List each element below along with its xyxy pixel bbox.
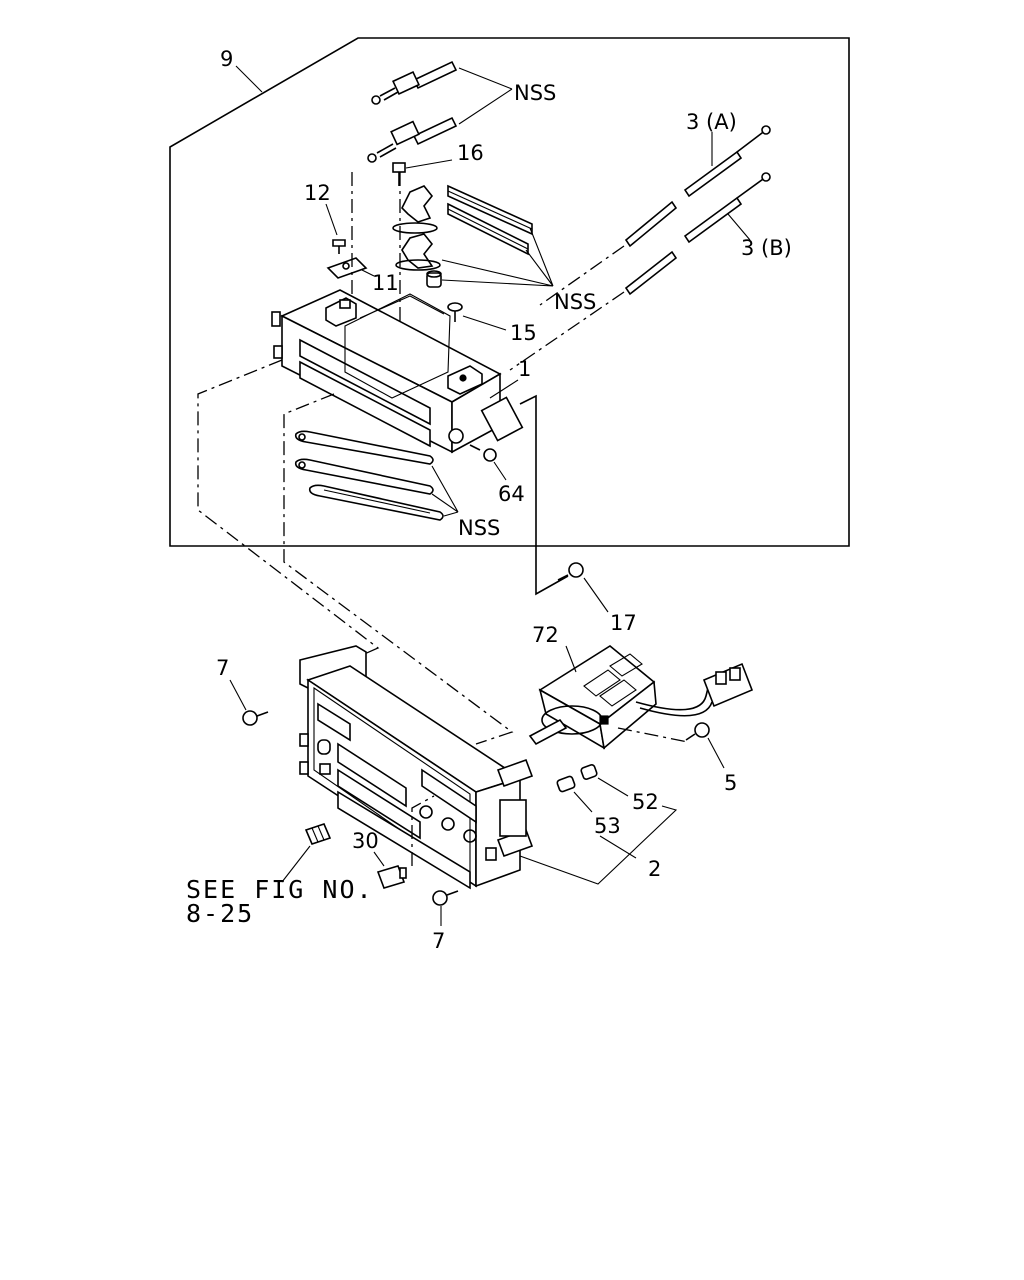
callout-9: 9 xyxy=(220,47,233,71)
cable-end-fitting-lower xyxy=(367,116,458,163)
screw-15 xyxy=(447,302,463,322)
cable-3b xyxy=(624,172,771,296)
bracket-line-17 xyxy=(519,394,569,596)
callout-2: 2 xyxy=(648,857,661,881)
callout-53: 53 xyxy=(594,814,621,838)
cable-3b-centerline xyxy=(509,291,625,371)
blower-switch-72 xyxy=(528,645,657,750)
wire-harness xyxy=(635,687,709,711)
reference-line-2: 8-25 xyxy=(186,899,254,928)
callout-72: 72 xyxy=(532,623,559,647)
bulb-52 xyxy=(580,764,598,780)
callout-3b: 3 (B) xyxy=(741,236,792,260)
cable-end-fitting-upper xyxy=(371,60,458,105)
callout-5: 5 xyxy=(724,771,737,795)
screw-12 xyxy=(332,239,346,254)
control-unit-body xyxy=(271,289,524,454)
assembly-boundary xyxy=(169,37,850,547)
harness-connector xyxy=(702,662,754,708)
screw-7-top xyxy=(242,710,269,726)
callout-17: 17 xyxy=(610,611,637,635)
alignment-line-right xyxy=(283,393,514,745)
callout-52: 52 xyxy=(632,790,659,814)
leader-2 xyxy=(519,805,678,885)
callout-12: 12 xyxy=(304,181,331,205)
callout-nss-low: NSS xyxy=(458,516,500,540)
cable-3a xyxy=(624,125,771,248)
callout-7-bottom: 7 xyxy=(432,929,445,953)
leader-16 xyxy=(405,159,453,169)
control-lever-upper xyxy=(392,185,438,234)
control-lever-lower xyxy=(395,233,441,271)
leader-nss-top xyxy=(458,67,513,125)
callout-64: 64 xyxy=(498,482,525,506)
referenced-part-8-25 xyxy=(304,823,332,845)
callout-nss-mid: NSS xyxy=(554,290,596,314)
callout-11: 11 xyxy=(372,271,399,295)
bezel-assembly xyxy=(299,645,534,890)
screw-16 xyxy=(392,162,406,186)
callout-16: 16 xyxy=(457,141,484,165)
screw-5 xyxy=(685,722,710,741)
callout-3a: 3 (A) xyxy=(686,110,737,134)
screw-7-bottom xyxy=(432,890,459,906)
callout-nss-top: NSS xyxy=(514,81,556,105)
clip-11 xyxy=(326,257,368,279)
slider-plates xyxy=(294,430,444,521)
callout-15: 15 xyxy=(510,321,537,345)
screw-17 xyxy=(557,562,584,581)
bushing xyxy=(426,270,442,288)
screw-64 xyxy=(469,444,497,462)
cable-3a-centerline xyxy=(539,245,625,306)
callout-1: 1 xyxy=(518,357,531,381)
knob-30 xyxy=(376,865,407,889)
callout-30: 30 xyxy=(352,829,379,853)
leader-nss-mid xyxy=(441,227,554,287)
leader-nss-low xyxy=(431,465,459,517)
alignment-line-left xyxy=(197,359,380,679)
reference-line-1: SEE FIG NO. xyxy=(186,875,374,904)
bulb-53 xyxy=(556,775,576,793)
callout-7-top: 7 xyxy=(216,656,229,680)
